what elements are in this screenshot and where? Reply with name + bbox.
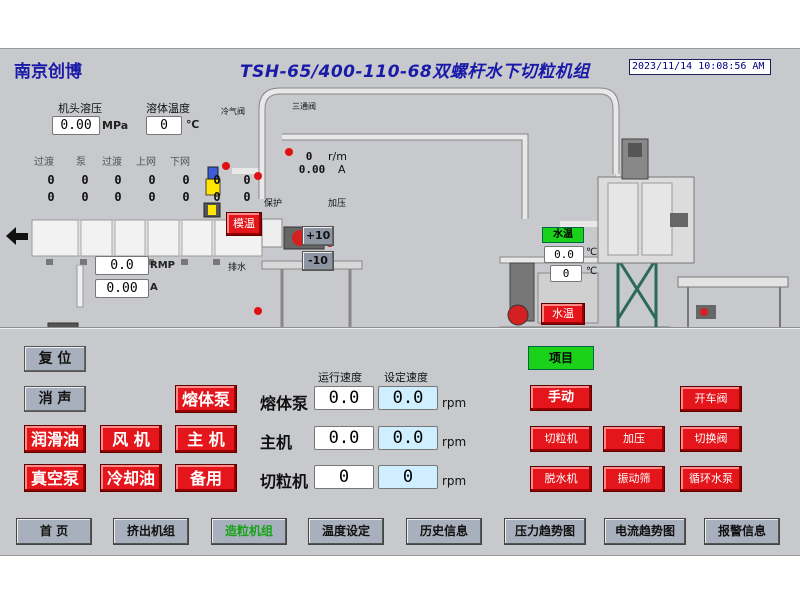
zone-header: 泵 — [76, 157, 86, 168]
die-temp-button[interactable]: 模温 — [226, 212, 262, 236]
melt-pump-button[interactable]: 熔体泵 — [175, 385, 237, 413]
melt-temp-value: 0 — [146, 116, 182, 135]
fan-button[interactable]: 风 机 — [100, 425, 162, 453]
reset-button[interactable]: 复 位 — [24, 346, 86, 372]
pressurize-label: 加压 — [328, 199, 347, 209]
speed-row-label: 主机 — [260, 433, 293, 452]
zone-value: 0 — [81, 173, 89, 187]
circulation-pump-button[interactable]: 循环水泵 — [680, 466, 742, 492]
motor-speed: 0 — [305, 150, 313, 163]
nav-current-trend[interactable]: 电流趋势图 — [604, 518, 686, 545]
vibrating-screen-button[interactable]: 振动筛 — [603, 466, 665, 492]
head-pressure-unit: MPa — [102, 119, 129, 132]
zone-value: 0 — [148, 173, 156, 187]
nav-pressure-trend[interactable]: 压力趋势图 — [504, 518, 586, 545]
nav-extruder[interactable]: 挤出机组 — [113, 518, 189, 545]
water-temp-badge: 水温 — [542, 227, 584, 243]
zone-header: 下网 — [170, 157, 190, 168]
melt-pump-run-speed: 0.0 — [314, 386, 374, 410]
speed-unit: rpm — [442, 435, 467, 449]
nav-home[interactable]: 首 页 — [16, 518, 92, 545]
nav-temp-settings[interactable]: 温度设定 — [308, 518, 384, 545]
cutter-button[interactable]: 切粒机 — [530, 426, 592, 452]
head-pressure-label: 机头溶压 — [58, 102, 102, 115]
spare-button[interactable]: 备用 — [175, 464, 237, 492]
minus-ten-button[interactable]: -10 — [302, 251, 334, 271]
zone-value: 0 — [243, 173, 251, 187]
zone-value: 0 — [114, 173, 122, 187]
speed-row-label: 切粒机 — [260, 472, 309, 491]
melt-pump-set-speed[interactable]: 0.0 — [378, 386, 438, 410]
switch-valve-button[interactable]: 切换阀 — [680, 426, 742, 452]
zone-value: 0 — [213, 190, 221, 204]
main-motor-run-speed: 0.0 — [314, 426, 374, 450]
zone-header: 过渡 — [34, 157, 54, 168]
manual-button[interactable]: 手动 — [530, 385, 592, 411]
cold-air-valve-label: 冷气阀 — [221, 107, 245, 116]
water-temp-button[interactable]: 水温 — [541, 303, 585, 325]
hmi-screen: 南京创博 TSH-65/400-110-68双螺杆水下切粒机组 2023/11/… — [0, 48, 800, 556]
plus-ten-button[interactable]: +10 — [302, 226, 334, 246]
lube-oil-button[interactable]: 润滑油 — [24, 425, 86, 453]
title-bar: 南京创博 TSH-65/400-110-68双螺杆水下切粒机组 2023/11/… — [0, 49, 800, 87]
speed-unit: rpm — [442, 474, 467, 488]
three-way-valve-label: 三通阀 — [292, 102, 316, 111]
brand-name: 南京创博 — [14, 62, 82, 82]
zone-value: 0 — [182, 173, 190, 187]
nav-alarms[interactable]: 报警信息 — [704, 518, 780, 545]
zone-value: 0 — [213, 173, 221, 187]
speed-unit: rpm — [442, 396, 467, 410]
zone-value: 0 — [114, 190, 122, 204]
pump-rpm-value: 0.0 — [95, 256, 149, 275]
melt-temp-unit: ℃ — [186, 118, 200, 131]
col-run-speed: 运行速度 — [318, 371, 362, 384]
nav-history[interactable]: 历史信息 — [406, 518, 482, 545]
vacuum-pump-button[interactable]: 真空泵 — [24, 464, 86, 492]
pump-amp-value: 0.00 — [95, 279, 149, 298]
zone-value: 0 — [243, 190, 251, 204]
arrow-left-icon — [6, 227, 28, 245]
main-motor-button[interactable]: 主 机 — [175, 425, 237, 453]
motor-speed-unit: r/m — [328, 150, 347, 163]
pump-amp-unit: A — [150, 282, 158, 293]
water-temp-value-1: 0.0 — [544, 246, 584, 263]
zone-header: 上网 — [136, 157, 156, 168]
motor-current: 0.00 — [298, 163, 326, 176]
cutter-set-speed[interactable]: 0 — [378, 465, 438, 489]
zone-value: 0 — [47, 190, 55, 204]
cutter-run-speed: 0 — [314, 465, 374, 489]
zone-header: 过渡 — [102, 157, 122, 168]
melt-temp-label: 溶体温度 — [146, 102, 190, 115]
zone-value: 0 — [81, 190, 89, 204]
col-set-speed: 设定速度 — [384, 371, 428, 384]
cooling-oil-button[interactable]: 冷却油 — [100, 464, 162, 492]
zone-value: 0 — [47, 173, 55, 187]
page-title: TSH-65/400-110-68双螺杆水下切粒机组 — [240, 62, 590, 82]
mute-button[interactable]: 消 声 — [24, 386, 86, 412]
datetime-display: 2023/11/14 10:08:56 AM — [629, 59, 771, 75]
project-label: 项目 — [528, 346, 594, 370]
drain-label: 排水 — [228, 263, 247, 273]
zone-value: 0 — [182, 190, 190, 204]
nav-pelletizer[interactable]: 造粒机组 — [211, 518, 287, 545]
water-temp-value-2: 0 — [550, 265, 582, 282]
head-pressure-value: 0.00 — [52, 116, 100, 135]
zone-value: 0 — [148, 190, 156, 204]
motor-current-unit: A — [338, 163, 346, 176]
pump-rpm-unit: RMP — [150, 260, 175, 271]
speed-row-label: 熔体泵 — [260, 394, 309, 413]
main-motor-set-speed[interactable]: 0.0 — [378, 426, 438, 450]
water-temp-unit-2: ℃ — [586, 266, 598, 277]
pressurize-button[interactable]: 加压 — [603, 426, 665, 452]
water-temp-unit-1: ℃ — [586, 247, 598, 258]
protect-label: 保护 — [264, 199, 283, 209]
start-valve-button[interactable]: 开车阀 — [680, 386, 742, 412]
dewater-button[interactable]: 脱水机 — [530, 466, 592, 492]
divider — [0, 327, 800, 328]
